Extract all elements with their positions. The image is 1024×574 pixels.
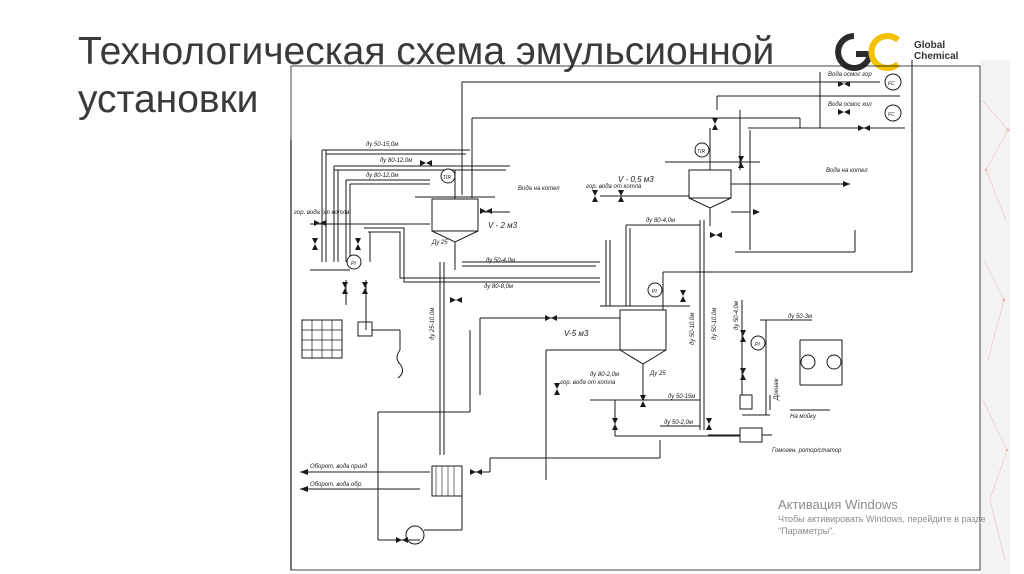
label-pipe-g: ду 25-10,0м — [430, 308, 436, 340]
label-homogenizer: Гомоген. ротор/статор — [772, 448, 842, 454]
label-pipe-k: ду 50-2,0м — [664, 420, 693, 426]
label-volume-05m3: V - 0,5 м3 — [618, 175, 654, 184]
global-chemical-logo: Global Chemical — [832, 30, 982, 74]
decorative-strip — [980, 60, 1010, 574]
label-pi-1: PI — [351, 261, 356, 267]
watermark-title: Активация Windows — [778, 497, 898, 512]
decoration-pattern-icon — [981, 99, 1010, 561]
label-soft-water-cold: Вода осмос хол — [828, 102, 872, 108]
label-pi-3: PI — [652, 289, 657, 295]
watermark-line-1: Чтобы активировать Windows, перейдите в … — [778, 514, 986, 524]
label-pipe-i: ду 80-2,0м — [590, 372, 619, 378]
gc-logo-icon — [835, 33, 900, 71]
windows-activation-watermark: Активация Windows Чтобы активировать Win… — [778, 497, 1018, 537]
label-fc-cold: FC — [888, 112, 895, 118]
label-pipe-d: ду 50-4,0м — [486, 258, 515, 264]
label-tir-1: TIR — [443, 175, 451, 181]
label-pipe-a: ду 50-15,0м — [366, 142, 398, 148]
label-to-boiler: Вода на котел — [826, 168, 868, 174]
label-water-to-boiler: Вода на котел — [518, 186, 560, 192]
label-volume-5m3: V-5 м3 — [564, 329, 589, 338]
logo-line-2: Chemical — [914, 51, 959, 62]
label-soft-water-hot: Вода осмос гор — [828, 72, 872, 78]
label-pi-2: PI — [755, 342, 760, 348]
label-return-water-2: Оборот. вода обр. — [310, 482, 363, 488]
label-du25-1: Ду 25 — [431, 240, 448, 246]
label-pipe-j: ду 50-15м — [668, 394, 695, 400]
label-du25-2: Ду 25 — [649, 371, 666, 377]
label-pipe-l: ду 50-4,0м — [734, 301, 740, 330]
label-hot-water-3: гор. вода от котла — [560, 380, 616, 386]
label-hot-water-1: гор. вода от котла — [294, 210, 350, 216]
label-to-washing: На мойку — [790, 413, 817, 420]
label-pipe-c: ду 80-12,0м — [366, 173, 398, 179]
label-pipe-m: ду 50-10,0м — [712, 308, 718, 340]
label-pipe-h: ду 50-10,0м — [690, 313, 696, 345]
label-pipe-n: ду 50-3м — [788, 314, 812, 320]
label-pipe-f: ду 80-8,0м — [484, 284, 513, 290]
label-return-water-1: Оборот. вода прихд — [310, 464, 368, 470]
label-tir-2: TIR — [697, 149, 705, 155]
watermark-line-2: "Параметры". — [778, 526, 835, 536]
logo-wordmark: Global Chemical — [914, 40, 958, 62]
logo-line-1: Global — [914, 40, 946, 51]
label-hot-water-2: гор. вода от котла — [586, 184, 642, 190]
label-pipe-b: ду 80-12,0м — [380, 158, 412, 164]
label-drain: Дренаж — [774, 377, 780, 401]
label-fc-hot: FC — [888, 81, 895, 87]
label-volume-2m3: V - 2 м3 — [488, 221, 518, 230]
label-pipe-e: ду 80-4,0м — [646, 218, 675, 224]
